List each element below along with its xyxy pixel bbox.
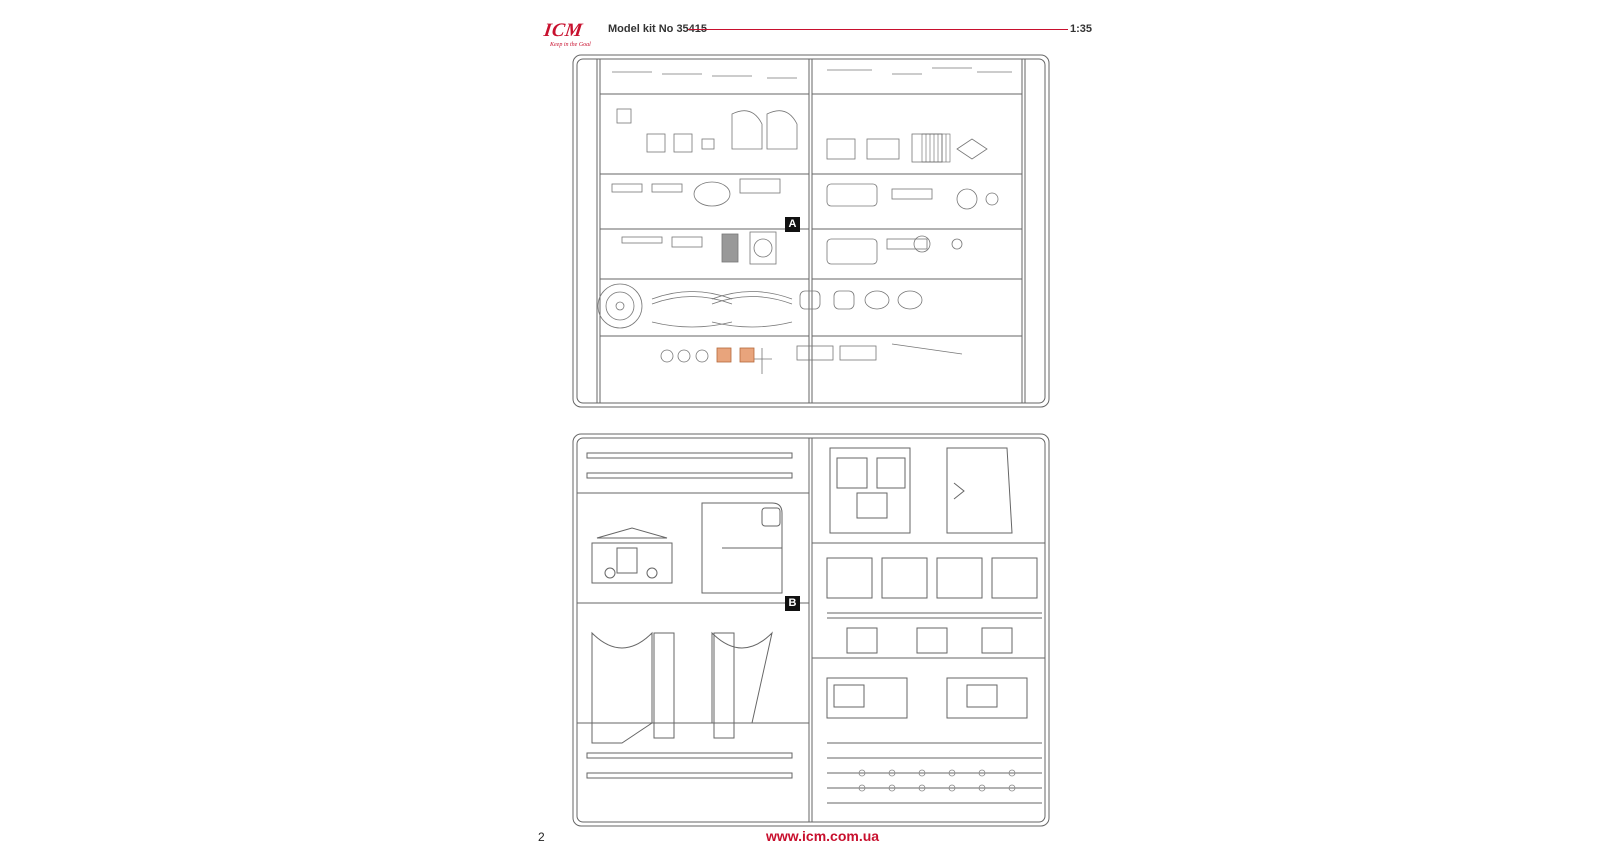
scale-label: 1:35: [1070, 23, 1093, 35]
sprue-a: A: [572, 54, 1050, 408]
page-header: ICM Keep in the Goal Model kit No 35415 …: [538, 18, 1098, 52]
sprue-b: B: [572, 433, 1050, 827]
header-divider: [688, 29, 1068, 30]
icm-logo: ICM Keep in the Goal: [538, 20, 608, 50]
page-number: 2: [538, 830, 545, 844]
footer-url[interactable]: www.icm.com.ua: [766, 828, 880, 844]
sprue-letter-a: A: [785, 217, 800, 232]
sprue-letter-b: B: [785, 596, 800, 611]
sprue-b-drawing: [572, 433, 1050, 827]
logo-tagline: Keep in the Goal: [550, 42, 591, 48]
kit-title: Model kit No 35415: [608, 23, 708, 35]
sprue-a-drawing: [572, 54, 1050, 408]
logo-text: ICM: [542, 20, 585, 41]
